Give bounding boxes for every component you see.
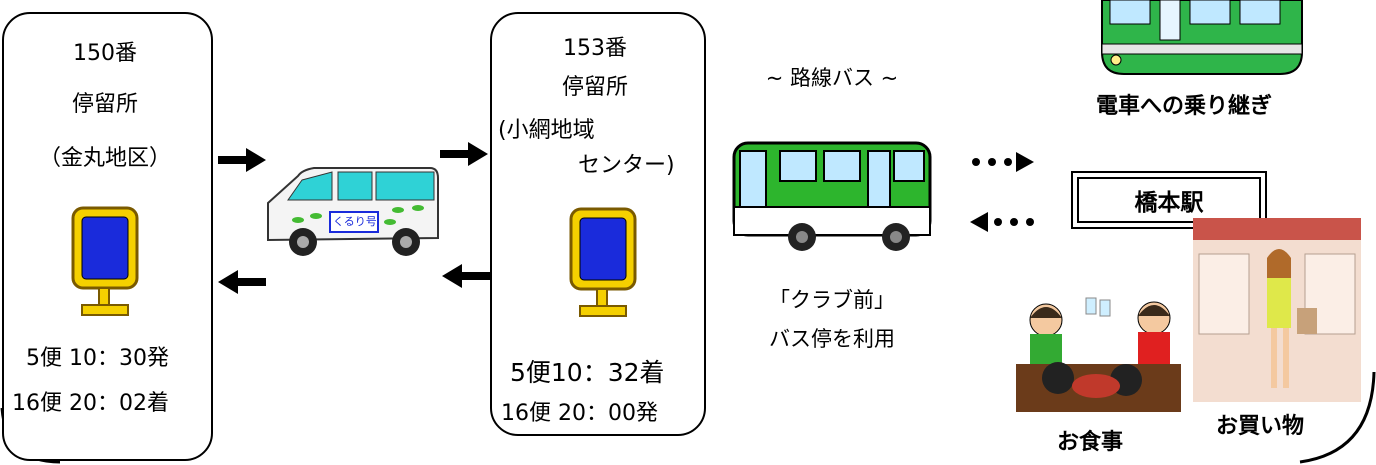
arrow-right-icon	[440, 142, 488, 166]
dotted-arrow-left-icon	[970, 212, 1034, 232]
dotted-arrow-right-icon	[972, 152, 1034, 172]
route-bus-stop-line2: バス停を利用	[769, 327, 895, 351]
stop-150-number: 150番	[73, 41, 137, 66]
van-label: くるり号	[333, 215, 377, 228]
meal-illustration-icon	[1016, 297, 1181, 412]
stop-153-departure: 16便 20：00発	[501, 401, 658, 426]
station-box: 橋本駅	[1071, 171, 1267, 229]
train-caption: 電車への乗り継ぎ	[1096, 94, 1273, 119]
route-bus-stop-line1: 「クラブ前」	[769, 288, 895, 312]
stop-150-departure: 5便 10：30発	[26, 346, 169, 371]
bus-stop-sign-icon	[569, 207, 637, 317]
stop-153-label: 停留所	[561, 75, 628, 100]
route-bus-icon	[732, 141, 932, 251]
shopping-label: お買い物	[1216, 414, 1305, 439]
stop-150-arrival: 16便 20：02着	[12, 391, 169, 416]
arrow-left-icon	[442, 264, 490, 288]
train-icon	[1101, 0, 1303, 75]
stop-150-label: 停留所	[71, 92, 138, 117]
stop-150-area: （金丸地区）	[38, 146, 171, 171]
shopping-illustration-icon	[1193, 218, 1361, 402]
arrow-left-icon	[218, 270, 266, 294]
stop-153-arrival: 5便10：32着	[510, 358, 665, 387]
stop-153-area-line1: (小網地域	[498, 118, 595, 143]
community-van-icon	[267, 167, 439, 256]
meal-label: お食事	[1057, 430, 1124, 455]
arrow-right-icon	[218, 148, 266, 172]
station-name: 橋本駅	[1077, 177, 1261, 223]
stop-153-number: 153番	[563, 36, 627, 61]
bus-stop-sign-icon	[71, 206, 139, 316]
stop-153-area-line2: センター)	[578, 153, 675, 178]
route-bus-title: ~ 路線バス ~	[765, 66, 899, 90]
